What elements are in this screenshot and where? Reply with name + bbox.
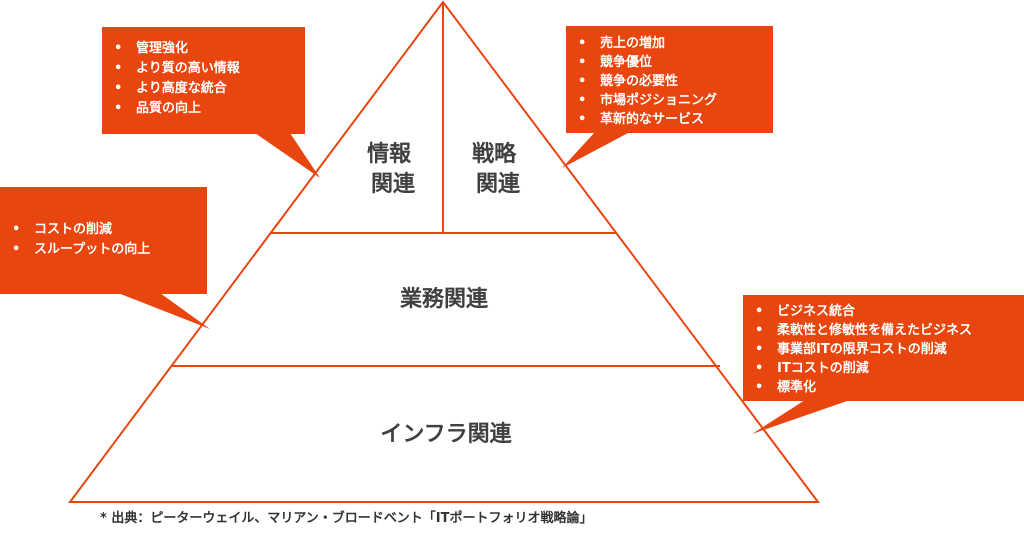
callout-business-list: •コストの削減 •スループットの向上 <box>12 221 150 257</box>
callout-infrastructure-pointer <box>752 400 850 434</box>
callout-information: •管理強化 •より質の高い情報 •より高度な統合 •品質の向上 <box>102 27 320 178</box>
pyramid-outline <box>68 0 820 503</box>
pyramid: 情報 関連 戦略 関連 業務関連 インフラ関連 <box>68 0 820 503</box>
callout-strategy-box <box>566 26 773 133</box>
callout-strategy-pointer <box>562 132 630 168</box>
callout-infrastructure: •ビジネス統合 •柔軟性と修敏性を備えたビジネス •事業部ITの限界コストの削減… <box>743 295 1024 434</box>
callout-information-pointer <box>255 133 320 178</box>
callout-business: •コストの削減 •スループットの向上 <box>0 187 210 329</box>
layer-label-business: 業務関連 <box>400 286 489 312</box>
layer-label-strategy: 戦略 関連 <box>472 141 524 197</box>
callout-infrastructure-list: •ビジネス統合 •柔軟性と修敏性を備えたビジネス •事業部ITの限界コストの削減… <box>755 303 977 395</box>
layer-label-information: 情報 関連 <box>367 141 419 197</box>
source-footnote: * 出典：ピーターウェイル、マリアン・ブロードベント「ITポートフォリオ戦略論」 <box>100 511 593 526</box>
callout-business-box <box>0 187 207 294</box>
layer-label-infrastructure: インフラ関連 <box>380 422 512 447</box>
callout-information-box <box>102 27 305 134</box>
callout-business-pointer <box>118 293 210 329</box>
callout-strategy: •売上の増加 •競争優位 •競争の必要性 •市場ポジショニング •革新的なサービ… <box>562 26 773 168</box>
callout-information-list: •管理強化 •より質の高い情報 •より高度な統合 •品質の向上 <box>114 40 244 116</box>
callout-strategy-list: •売上の増加 •競争優位 •競争の必要性 •市場ポジショニング •革新的なサービ… <box>578 35 722 127</box>
callout-infrastructure-box <box>743 295 1024 401</box>
